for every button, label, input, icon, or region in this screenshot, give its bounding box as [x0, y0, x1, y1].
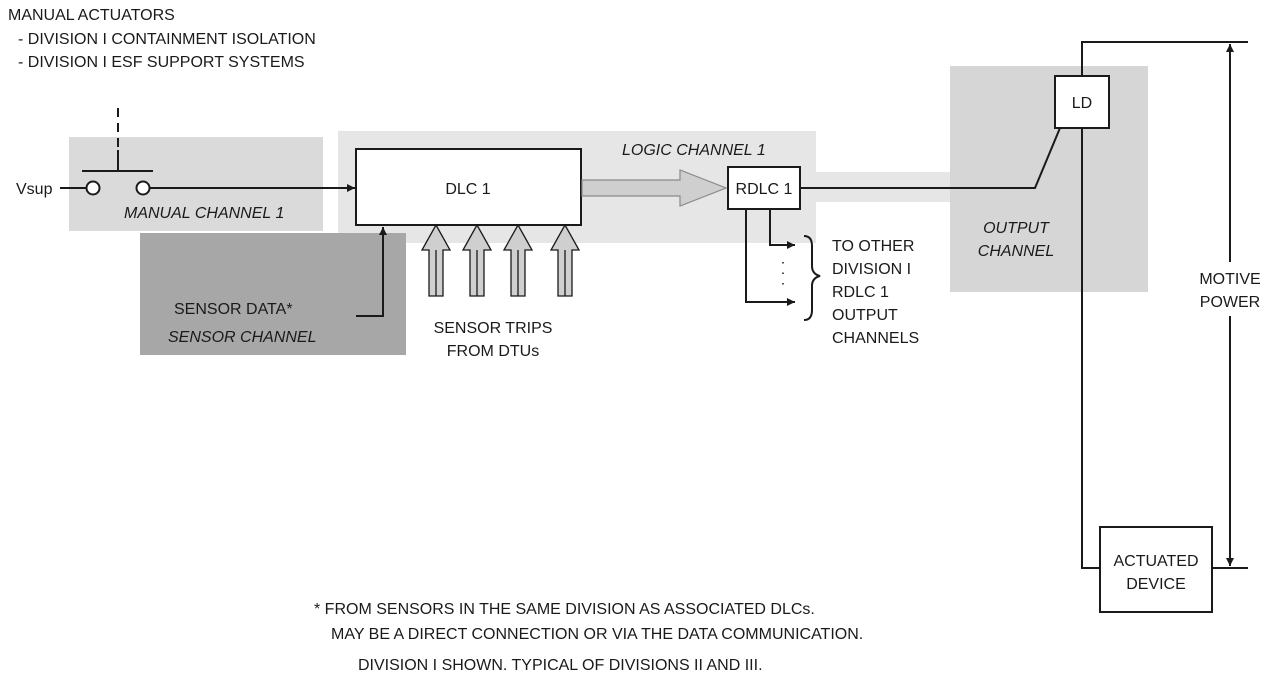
to-other-line-2: DIVISION I [832, 261, 911, 278]
ld-label: LD [1072, 95, 1092, 112]
motive-power-top-wire [1081, 41, 1248, 76]
motive-power-label-2: POWER [1200, 294, 1260, 311]
sensor-trip-arrow-2 [461, 223, 493, 297]
ld-to-device-wire [1081, 128, 1100, 569]
switch-contact-right [135, 180, 151, 196]
manual-channel-label: MANUAL CHANNEL 1 [124, 205, 284, 222]
header-item-2: - DIVISION I ESF SUPPORT SYSTEMS [18, 54, 305, 71]
rdlc-label: RDLC 1 [736, 181, 793, 198]
dlc-label: DLC 1 [445, 181, 490, 198]
sensor-trip-arrow-1 [420, 223, 452, 297]
rdlc-output-branch-1 [769, 209, 795, 249]
sensor-channel-region [140, 233, 406, 355]
output-channels-brace [803, 235, 821, 321]
sensor-data-arrow [356, 227, 387, 317]
to-other-line-4: OUTPUT [832, 307, 898, 324]
sensor-trip-arrow-4 [549, 223, 581, 297]
sensor-trips-label-1: SENSOR TRIPS [434, 320, 553, 337]
to-other-line-5: CHANNELS [832, 330, 919, 347]
output-channel-label-1: OUTPUT [983, 220, 1050, 237]
rdlc-box [727, 166, 801, 210]
switch-contact-left [85, 180, 101, 196]
manual-channel-region [69, 137, 323, 231]
rdlc-output-branch-2 [745, 209, 795, 306]
header-title: MANUAL ACTUATORS [8, 7, 175, 24]
dlc-box [355, 148, 582, 226]
actuated-device-label-2: DEVICE [1126, 576, 1186, 593]
rdlc-to-ld-wire [800, 127, 1061, 189]
header-item-1: - DIVISION I CONTAINMENT ISOLATION [18, 31, 316, 48]
footnote-line-1: * FROM SENSORS IN THE SAME DIVISION AS A… [314, 601, 815, 618]
footnote-line-2: MAY BE A DIRECT CONNECTION OR VIA THE DA… [331, 626, 863, 643]
to-other-line-3: RDLC 1 [832, 284, 889, 301]
footnote-line-3: DIVISION I SHOWN. TYPICAL OF DIVISIONS I… [358, 657, 763, 674]
output-channel-label-2: CHANNEL [978, 243, 1054, 260]
sensor-trip-arrow-3 [502, 223, 534, 297]
dlc-to-rdlc-arrow [581, 169, 728, 207]
sensor-channel-label: SENSOR CHANNEL [168, 329, 316, 346]
sensor-trips-label-2: FROM DTUs [447, 343, 539, 360]
sensor-data-label: SENSOR DATA* [174, 301, 293, 318]
logic-channel-label: LOGIC CHANNEL 1 [622, 142, 766, 159]
actuated-device-box [1099, 526, 1213, 613]
output-channel-region [950, 66, 1148, 292]
to-other-line-1: TO OTHER [832, 238, 914, 255]
vsup-label: Vsup [16, 181, 53, 198]
actuated-device-label-1: ACTUATED [1113, 553, 1198, 570]
motive-power-label-1: MOTIVE [1199, 271, 1260, 288]
